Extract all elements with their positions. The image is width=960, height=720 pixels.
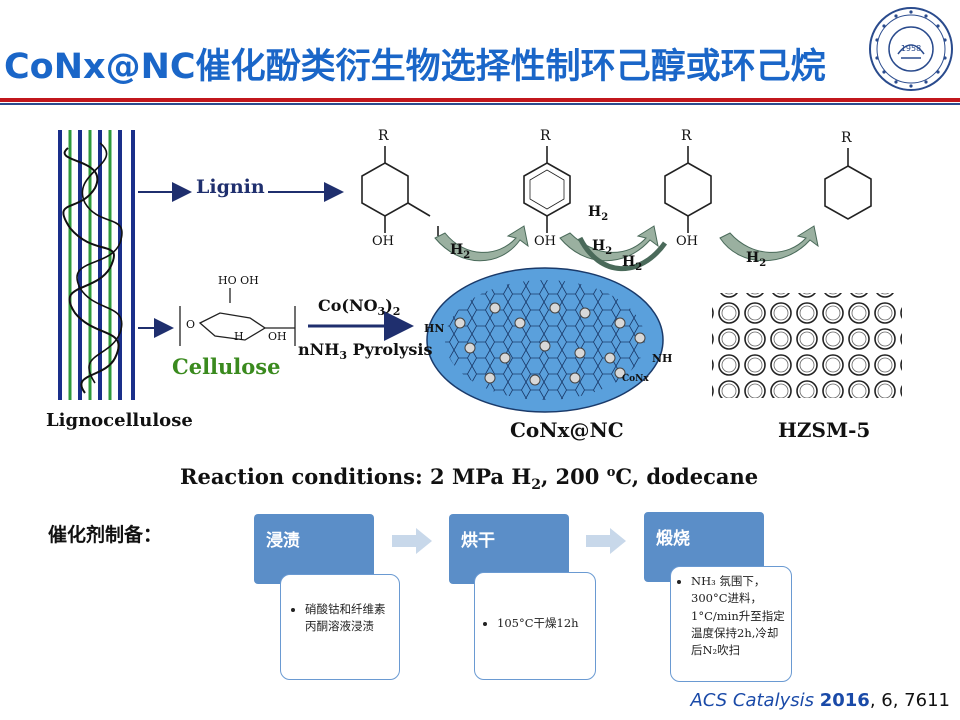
scheme-graphics	[58, 130, 902, 413]
guaiacol-structure	[361, 146, 439, 236]
calcination-detail-text: NH₃ 氛围下，300°C进料，1°C/min升至指定温度保持2h,冷却后N₂吹…	[691, 573, 785, 659]
zeolite-label: HZSM-5	[778, 418, 871, 442]
zeolite-structure	[712, 293, 902, 398]
title-rule-blue	[0, 103, 960, 105]
calcination-detail: NH₃ 氛围下，300°C进料，1°C/min升至指定温度保持2h,冷却后N₂吹…	[670, 566, 792, 682]
h2-label-1: H2	[450, 242, 471, 261]
catalyst-prep-label: 催化剂制备：	[48, 524, 163, 546]
phenol-structure	[523, 146, 571, 233]
cellulose-label: Cellulose	[172, 354, 281, 379]
title-rule-red	[0, 98, 960, 102]
lignocellulose-label: Lignocellulose	[46, 410, 193, 431]
step-arrow-1	[392, 528, 432, 554]
ammonia-pyrolysis-label: nNH3 Pyrolysis	[298, 340, 433, 363]
drying-detail: 105°C干燥12h	[474, 572, 596, 680]
lignin-label: Lignin	[196, 176, 265, 198]
h2-label-5: H2	[746, 250, 767, 269]
cyclohexanol-structure	[664, 146, 712, 233]
page-title: CoNx@NC催化酚类衍生物选择性制环己醇或环己烷	[4, 47, 826, 87]
impregnation-detail: 硝酸钴和纤维素丙酮溶液浸渍	[280, 574, 400, 680]
conx-small-label: CoNx	[622, 374, 649, 384]
oh-label-2: OH	[534, 234, 556, 249]
h2-label-3: H2	[592, 238, 613, 257]
hn-label: HN	[424, 322, 445, 335]
h2-label-4: H2	[622, 254, 643, 273]
oh-label-1: OH	[372, 234, 394, 249]
cellulose-oh-top: HO OH	[218, 274, 259, 287]
cellulose-structure	[179, 288, 296, 346]
reaction-scheme: Lignin Cellulose Lignocellulose Co(NO3)2…	[40, 118, 910, 500]
r-label-3: R	[681, 128, 692, 144]
cyclohexane-structure	[824, 148, 872, 220]
citation-year: 2016	[819, 690, 870, 711]
oh-label-3: OH	[676, 234, 698, 249]
nh-label: NH	[652, 352, 673, 365]
lignocellulose-fibers	[58, 130, 135, 400]
citation-journal: ACS Catalysis	[690, 690, 814, 711]
cellulose-o-left: O	[186, 318, 196, 331]
step-arrow-2	[586, 528, 626, 554]
university-logo: 1958	[869, 7, 953, 91]
catalyst-label: CoNx@NC	[510, 418, 624, 442]
step-impregnation: 浸渍	[254, 514, 374, 584]
r-label-2: R	[540, 128, 551, 144]
cellulose-oh-right: OH	[268, 330, 287, 343]
cellulose-h: H	[234, 330, 244, 343]
catalyst-ellipse	[426, 267, 664, 413]
drying-detail-text: 105°C干燥12h	[497, 615, 589, 632]
r-label-4: R	[841, 130, 852, 146]
logo-year: 1958	[901, 44, 921, 53]
cobalt-nitrate-label: Co(NO3)2	[318, 296, 401, 319]
citation-rest: , 6, 7611	[869, 690, 950, 711]
impregnation-detail-text: 硝酸钴和纤维素丙酮溶液浸渍	[305, 601, 391, 636]
h2-label-2: H2	[588, 204, 609, 223]
reaction-conditions: Reaction conditions: 2 MPa H2, 200 oC, d…	[180, 464, 759, 494]
citation: ACS Catalysis 2016, 6, 7611	[691, 690, 950, 711]
r-label-1: R	[378, 128, 389, 144]
hydrogenation-arrows	[434, 225, 819, 272]
